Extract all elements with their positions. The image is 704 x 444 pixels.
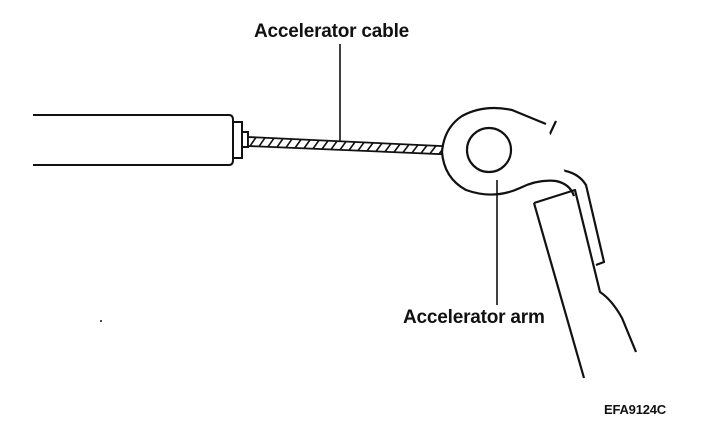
accelerator-cable-label: Accelerator cable — [254, 21, 410, 42]
inner-cable-wire — [247, 136, 464, 156]
cable-twist-mark — [330, 140, 338, 150]
cable-twist-mark — [339, 141, 347, 151]
figure-code-label: EFA9124C — [604, 402, 666, 417]
cable-twist-mark — [348, 141, 356, 151]
cable-twist-mark — [375, 142, 383, 152]
accelerator-arm-label: Accelerator arm — [403, 307, 545, 328]
cable-housing — [33, 114, 234, 166]
cable-twist-mark — [303, 139, 311, 149]
cable-twist-mark — [429, 145, 437, 155]
cable-twist-mark — [258, 137, 266, 147]
stray-dot — [100, 320, 102, 322]
cable-twist-mark — [402, 144, 410, 153]
cable-twist-mark — [384, 143, 392, 153]
cable-twist-mark — [294, 139, 302, 149]
cable-twist-mark — [249, 136, 257, 147]
cable-twist-mark — [321, 140, 329, 150]
cable-twist-mark — [393, 143, 401, 153]
cable-twist-mark — [366, 142, 374, 152]
cable-twist-mark — [285, 138, 293, 149]
cable-twist-mark — [420, 144, 428, 154]
cable-twist-mark — [267, 137, 275, 148]
cable-end-roller — [465, 126, 513, 174]
cable-twist-mark — [276, 138, 284, 148]
cable-end-ferrule — [232, 121, 249, 159]
cable-twist-mark — [312, 139, 320, 150]
cable-twist-mark — [411, 144, 419, 154]
cable-twist-mark — [357, 141, 365, 152]
